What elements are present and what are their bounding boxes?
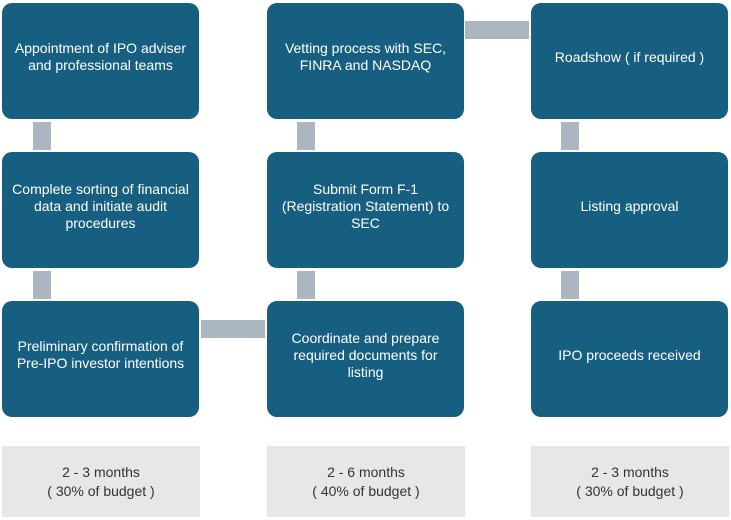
connector [465, 21, 529, 39]
step-label: Preliminary confirmation of Pre-IPO inve… [16, 338, 185, 371]
budget-label: ( 30% of budget ) [576, 482, 684, 499]
step-label: Roadshow ( if required ) [554, 48, 705, 65]
step-prepare-documents: Coordinate and prepare required document… [267, 301, 464, 417]
step-label: Complete sorting of financial data and i… [12, 180, 189, 231]
duration-label: 2 - 3 months [591, 463, 669, 480]
step-label: IPO proceeds received [558, 346, 701, 363]
step-pre-ipo-investors: Preliminary confirmation of Pre-IPO inve… [2, 301, 199, 417]
connector [297, 271, 315, 299]
duration-label: 2 - 3 months [62, 463, 140, 480]
step-vetting: Vetting process with SEC, FINRA and NASD… [267, 3, 464, 119]
duration-label: 2 - 6 months [327, 463, 405, 480]
budget-label: ( 30% of budget ) [47, 482, 155, 499]
phase-3-duration: 2 - 3 months ( 30% of budget ) [531, 446, 729, 517]
budget-label: ( 40% of budget ) [312, 482, 420, 499]
step-label: Vetting process with SEC, FINRA and NASD… [284, 40, 447, 73]
step-label: Listing approval [580, 197, 679, 214]
phase-2-duration: 2 - 6 months ( 40% of budget ) [267, 446, 465, 517]
step-roadshow: Roadshow ( if required ) [531, 3, 728, 119]
connector [561, 271, 579, 299]
step-label: Coordinate and prepare required document… [291, 329, 440, 380]
step-label: Submit Form F-1 (Registration Statement)… [281, 180, 450, 231]
step-appointment: Appointment of IPO adviser and professio… [2, 3, 199, 119]
connector [33, 122, 51, 150]
step-label: Appointment of IPO adviser and professio… [14, 40, 187, 73]
step-ipo-proceeds: IPO proceeds received [531, 301, 728, 417]
connector [33, 271, 51, 299]
connector [201, 320, 265, 338]
step-form-f1: Submit Form F-1 (Registration Statement)… [267, 152, 464, 268]
connector [561, 122, 579, 150]
step-financial-audit: Complete sorting of financial data and i… [2, 152, 199, 268]
step-listing-approval: Listing approval [531, 152, 728, 268]
connector [297, 122, 315, 150]
phase-1-duration: 2 - 3 months ( 30% of budget ) [2, 446, 200, 517]
